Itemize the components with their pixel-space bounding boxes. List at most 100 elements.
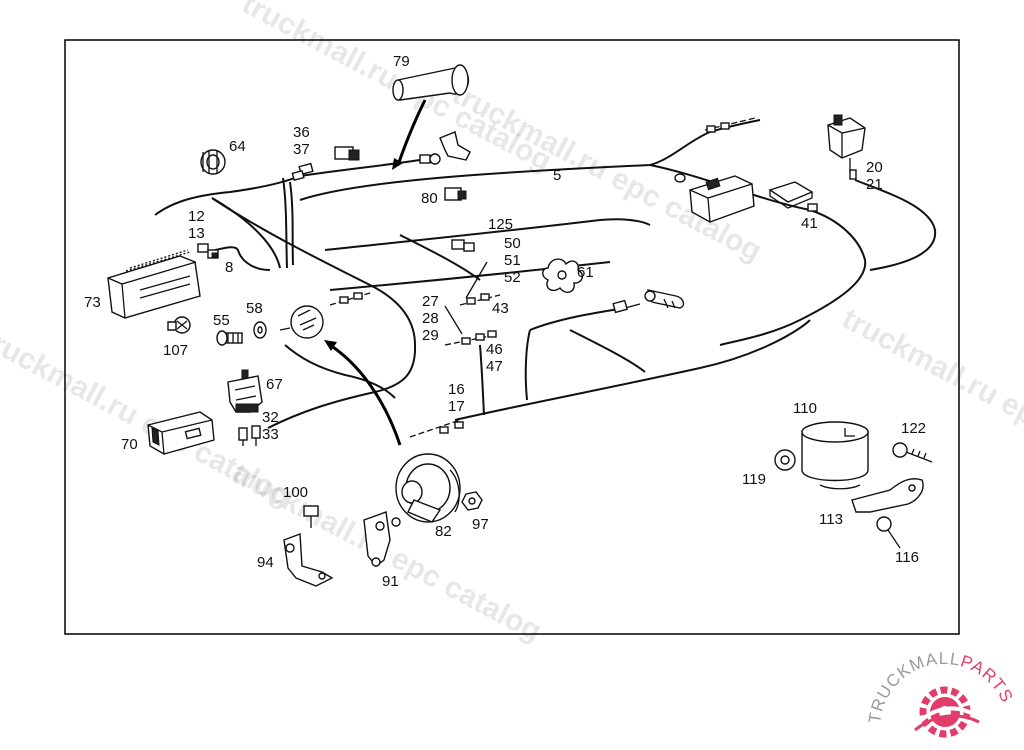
pointer-arrow xyxy=(329,343,402,446)
part-plug xyxy=(334,146,360,161)
plug-connector xyxy=(339,296,349,304)
callout-58: 58 xyxy=(246,300,263,317)
callout-100: 100 xyxy=(283,484,308,501)
plug-connector xyxy=(849,169,857,180)
callout-17: 17 xyxy=(448,398,465,415)
part-67-switch xyxy=(227,369,263,413)
callout-50: 50 xyxy=(504,235,521,252)
callout-47: 47 xyxy=(486,358,503,375)
callout-51: 51 xyxy=(504,252,521,269)
callout-46: 46 xyxy=(486,341,503,358)
diagram-frame xyxy=(64,39,960,635)
callout-91: 91 xyxy=(382,573,399,590)
part-113-bracket xyxy=(851,478,924,513)
callout-107: 107 xyxy=(163,342,188,359)
part-64-grommet xyxy=(200,149,226,175)
callout-116: 116 xyxy=(895,549,919,566)
part-58-washer xyxy=(253,321,267,339)
plug-connector xyxy=(706,125,716,133)
part-91-bracket xyxy=(363,511,401,567)
callout-41: 41 xyxy=(801,215,818,232)
plug-connector xyxy=(461,337,471,345)
callout-80: 80 xyxy=(421,190,438,207)
part-125-connector xyxy=(451,239,475,252)
part-116-screw xyxy=(876,516,901,549)
callout-29: 29 xyxy=(422,327,439,344)
gear-icon xyxy=(914,686,980,738)
callout-125: 125 xyxy=(488,216,513,233)
pointer-arrow xyxy=(396,99,427,166)
leader-line xyxy=(444,305,463,335)
part-32-connector xyxy=(238,425,261,446)
plug-connector xyxy=(807,203,818,212)
plug-connector xyxy=(487,330,497,338)
callout-122: 122 xyxy=(901,420,926,437)
callout-82: 82 xyxy=(435,523,452,540)
callout-labels: 79 64 36 37 5 80 20 21 12 13 8 125 50 51… xyxy=(84,53,926,590)
callout-97: 97 xyxy=(472,516,489,533)
part-41-module xyxy=(768,181,814,209)
part-20-relay xyxy=(827,114,866,172)
plug-connector xyxy=(439,426,449,434)
callout-61: 61 xyxy=(577,264,594,281)
callout-52: 52 xyxy=(504,269,521,286)
watermark-layer: truckmall.ru epc catalog truckmall.ru ep… xyxy=(0,0,1024,648)
arrow-head xyxy=(392,158,403,170)
callout-67: 67 xyxy=(266,376,283,393)
part-107-screw xyxy=(167,316,191,334)
harness-connectors xyxy=(339,122,857,434)
callout-79: 79 xyxy=(393,53,410,70)
part-36-connector xyxy=(291,162,314,182)
callout-20: 20 xyxy=(866,159,883,176)
leader-line xyxy=(465,261,488,299)
callout-43: 43 xyxy=(492,300,509,317)
part-122-screw xyxy=(892,442,933,463)
callout-5: 5 xyxy=(553,167,561,184)
part-110-buzzer xyxy=(801,421,869,490)
part-5-relay-box xyxy=(674,173,755,223)
callout-13: 13 xyxy=(188,225,205,242)
part-79-grommet xyxy=(392,64,470,101)
part-119-nut xyxy=(774,449,796,471)
callout-33: 33 xyxy=(262,426,279,443)
plug-connector xyxy=(720,122,730,130)
part-80-plug xyxy=(444,187,467,201)
callout-110: 110 xyxy=(793,400,817,417)
plug-connector xyxy=(353,292,363,300)
part-round-sensor xyxy=(279,305,324,339)
callout-32: 32 xyxy=(262,409,279,426)
plug-connector xyxy=(466,297,476,305)
part-55-bolt xyxy=(216,330,243,346)
callout-8: 8 xyxy=(225,259,233,276)
part-100-bolt xyxy=(303,505,319,528)
callout-94: 94 xyxy=(257,554,274,571)
part-94-bracket xyxy=(283,533,334,587)
part-12-connector xyxy=(197,243,219,259)
callout-70: 70 xyxy=(121,436,138,453)
callout-27: 27 xyxy=(422,293,439,310)
callout-55: 55 xyxy=(213,312,230,329)
callout-73: 73 xyxy=(84,294,101,311)
callout-113: 113 xyxy=(819,511,843,528)
plug-connector xyxy=(475,333,485,341)
callout-37: 37 xyxy=(293,141,310,158)
part-73-control-unit xyxy=(107,249,201,319)
callout-21: 21 xyxy=(866,176,883,193)
logo-brand-accent: PARTS xyxy=(958,651,1017,705)
plug-connector xyxy=(454,421,464,429)
callout-12: 12 xyxy=(188,208,205,225)
part-key-switch xyxy=(612,289,685,314)
part-sensor xyxy=(419,131,471,165)
part-97-nut xyxy=(461,491,483,511)
part-82-horn xyxy=(395,453,461,523)
part-70-module xyxy=(147,411,215,455)
arrow-head xyxy=(324,340,337,351)
plug-connector xyxy=(480,293,490,301)
callout-28: 28 xyxy=(422,310,439,327)
callout-64: 64 xyxy=(229,138,246,155)
callout-119: 119 xyxy=(742,471,766,488)
callout-16: 16 xyxy=(448,381,465,398)
callout-36: 36 xyxy=(293,124,310,141)
truckmall-logo: TRUCKMALLPARTS xyxy=(865,649,1017,738)
